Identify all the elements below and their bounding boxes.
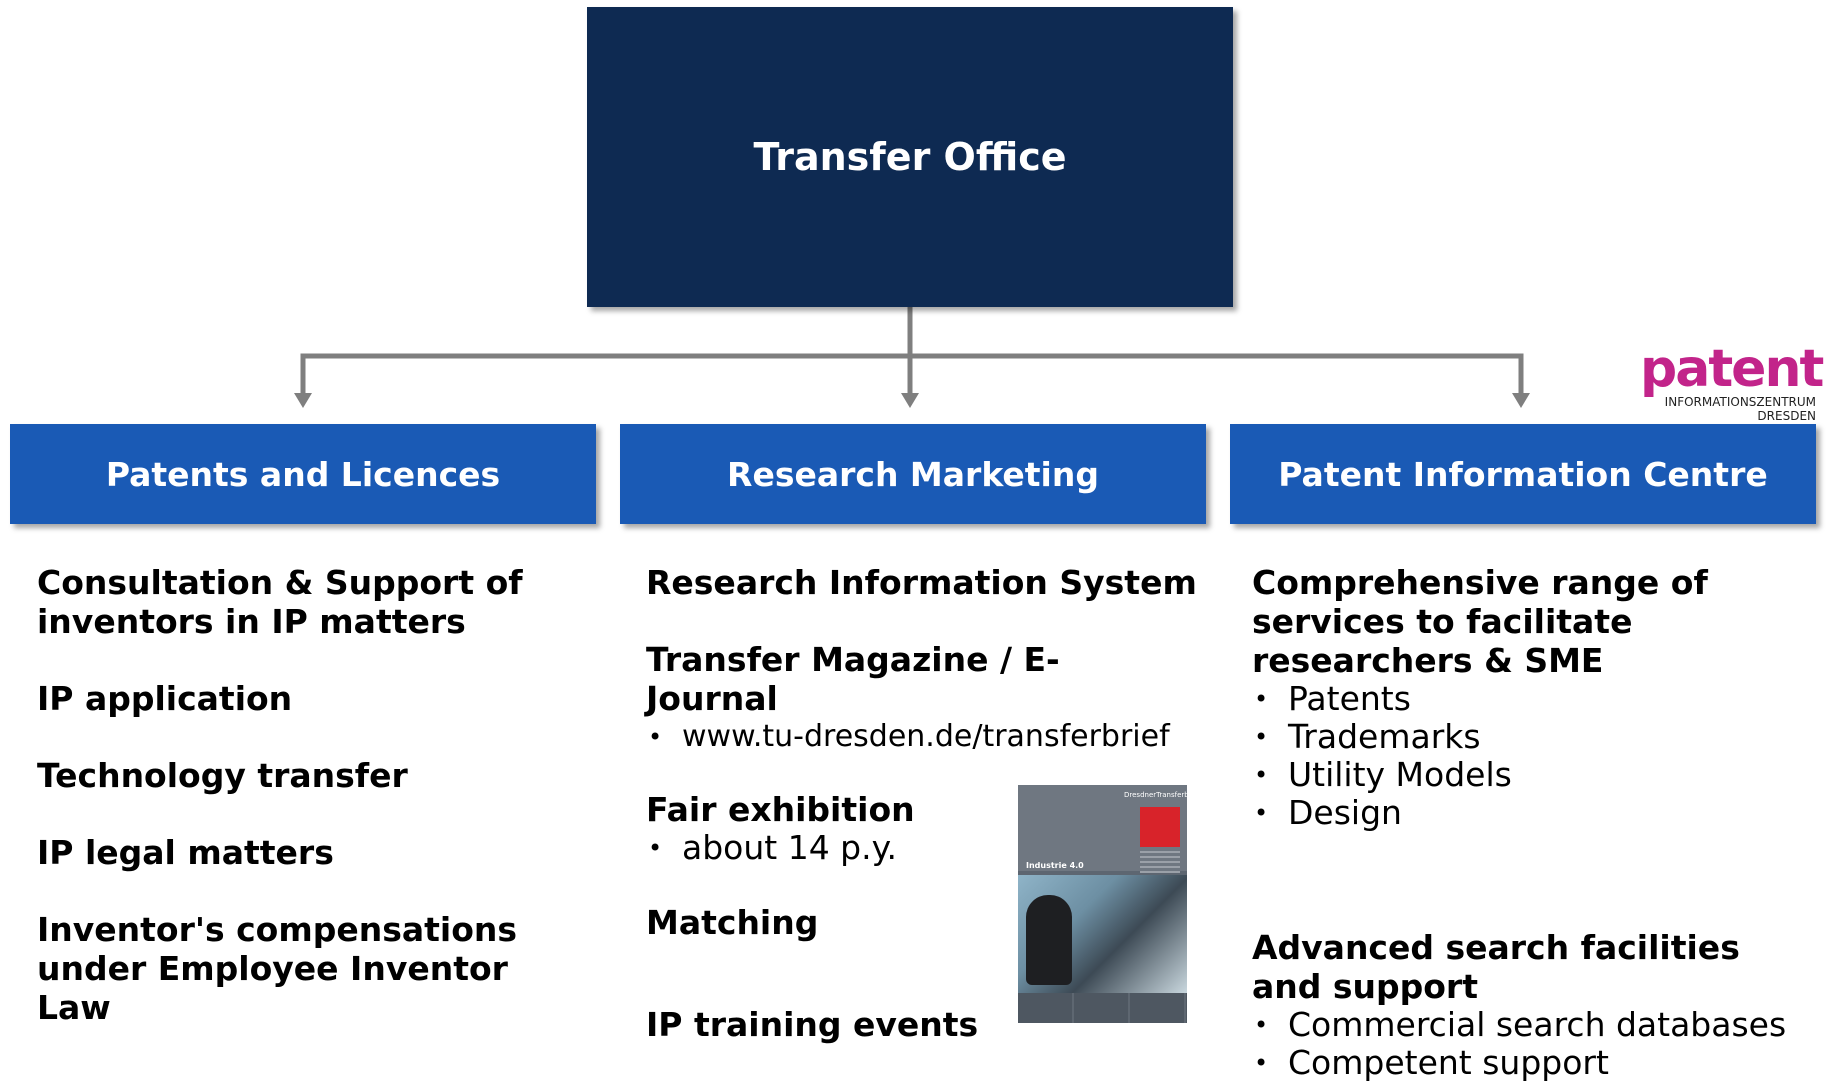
item-ip-training-events: IP training events: [646, 1005, 979, 1044]
item-research-information-system: Research Information System: [646, 563, 1197, 602]
connector-lines: [294, 307, 1530, 408]
item-fair-exhibition: Fair exhibition: [646, 790, 915, 829]
research-marketing-box: Research Marketing: [620, 424, 1206, 524]
patents-and-licences-box: Patents and Licences: [10, 424, 596, 524]
magazine-person-figure: [1026, 895, 1072, 985]
patents-and-licences-column: Consultation & Support of inventors in I…: [37, 563, 577, 1027]
patents-and-licences-label: Patents and Licences: [105, 454, 501, 494]
bullet-fair-count: about 14 p.y.: [646, 829, 1206, 868]
bullet-utility-models: Utility Models: [1252, 756, 1822, 795]
logo-word: patent: [1640, 339, 1824, 399]
bullet-competent-support: Competent support: [1252, 1044, 1822, 1082]
item-inventor-compensations: Inventor's compensations under Employee …: [37, 910, 518, 1027]
bullet-commercial-databases: Commercial search databases: [1252, 1006, 1822, 1045]
item-advanced-search: Advanced search facilities and support: [1252, 928, 1740, 1006]
transfer-office-label: Transfer Office: [753, 135, 1067, 179]
patent-logo: patent INFORMATIONSZENTRUM DRESDEN: [1640, 339, 1824, 423]
bullet-design: Design: [1252, 794, 1822, 833]
patent-information-centre-column: Comprehensive range of services to facil…: [1252, 563, 1822, 1082]
magazine-text-lines: [1140, 851, 1180, 873]
patent-information-centre-box: Patent Information Centre: [1230, 424, 1816, 524]
bullet-patents: Patents: [1252, 680, 1822, 719]
magazine-cover-title: Industrie 4.0: [1026, 861, 1084, 870]
research-marketing-column: Research Information System Transfer Mag…: [646, 563, 1206, 1044]
logo-line1: INFORMATIONSZENTRUM: [1664, 395, 1816, 409]
item-matching: Matching: [646, 903, 819, 942]
logo-line2: DRESDEN: [1757, 409, 1816, 423]
item-consultation: Consultation & Support of inventors in I…: [37, 563, 523, 641]
magazine-brand: DresdnerTransferbrief: [1124, 791, 1187, 799]
bullet-trademarks: Trademarks: [1252, 718, 1822, 757]
research-marketing-label: Research Marketing: [727, 454, 1099, 494]
transfer-magazine-cover-image: DresdnerTransferbrief Industrie 4.0: [1018, 785, 1187, 1023]
magazine-footer: [1018, 993, 1187, 1023]
bullet-transferbrief-url: www.tu-dresden.de/transferbrief: [646, 718, 1206, 756]
magazine-red-block: [1140, 807, 1180, 847]
item-transfer-magazine: Transfer Magazine / E- Journal: [646, 640, 1060, 718]
patent-information-centre-label: Patent Information Centre: [1278, 454, 1768, 494]
item-ip-application: IP application: [37, 679, 293, 718]
item-technology-transfer: Technology transfer: [37, 756, 408, 795]
item-comprehensive-range: Comprehensive range of services to facil…: [1252, 563, 1708, 680]
item-ip-legal-matters: IP legal matters: [37, 833, 334, 872]
transfer-office-box: Transfer Office: [587, 7, 1233, 307]
